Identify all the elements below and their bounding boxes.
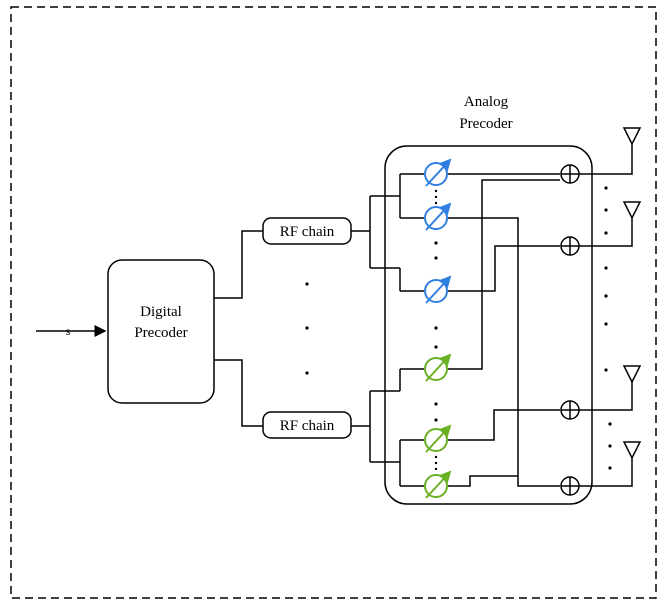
- antenna-icon: [622, 365, 642, 384]
- rf-bottom-fanout: [351, 368, 424, 487]
- analog-precoder-label-line1: Analog: [464, 94, 509, 110]
- phase-shifter-icon: [424, 158, 452, 187]
- analog-precoder-block: [384, 145, 593, 505]
- phase-shifter-icon: [424, 470, 452, 499]
- adder-icon: [560, 236, 580, 256]
- input-symbol-label: s: [66, 324, 71, 338]
- rf-chain-bottom: RF chain: [262, 411, 352, 439]
- antenna-icon: [622, 127, 642, 146]
- phase-shifter-icon: [424, 353, 452, 382]
- digital-precoder-block: Digital Precoder: [107, 259, 215, 404]
- phase-shifters-green: [424, 353, 452, 499]
- analog-precoder-label-line2: Precoder: [459, 116, 512, 132]
- adder-icon: [560, 476, 580, 496]
- phase-shifter-icon: [424, 424, 452, 453]
- phase-shifter-icon: [424, 202, 452, 231]
- antenna-icon: [622, 441, 642, 460]
- antenna-icon: [622, 201, 642, 220]
- rf-chain-bottom-label: RF chain: [280, 418, 335, 434]
- antennas: [622, 127, 642, 460]
- antenna-ellipsis-dots: [604, 186, 612, 470]
- phase-shifters-blue: [424, 158, 452, 304]
- rf-chain-top: RF chain: [262, 217, 352, 245]
- adder-icon: [560, 164, 580, 184]
- digital-to-rf-wires: [214, 230, 263, 427]
- adders: [560, 164, 580, 496]
- rf-top-fanout: [351, 173, 424, 292]
- adder-icon: [560, 400, 580, 420]
- outer-dashed-frame: [10, 6, 657, 599]
- digital-precoder-label-line2: Precoder: [134, 325, 187, 341]
- phase-shifter-ellipsis-dots: [434, 189, 438, 471]
- rf-chain-top-label: RF chain: [280, 224, 335, 240]
- input-signal: s: [36, 324, 107, 338]
- digital-precoder-label-line1: Digital: [140, 304, 182, 320]
- rf-chain-ellipsis-dots: [305, 282, 309, 375]
- phase-shifter-icon: [424, 275, 452, 304]
- adder-to-antenna-wires: [579, 142, 633, 487]
- phase-shifter-to-adder-wires: [448, 173, 560, 487]
